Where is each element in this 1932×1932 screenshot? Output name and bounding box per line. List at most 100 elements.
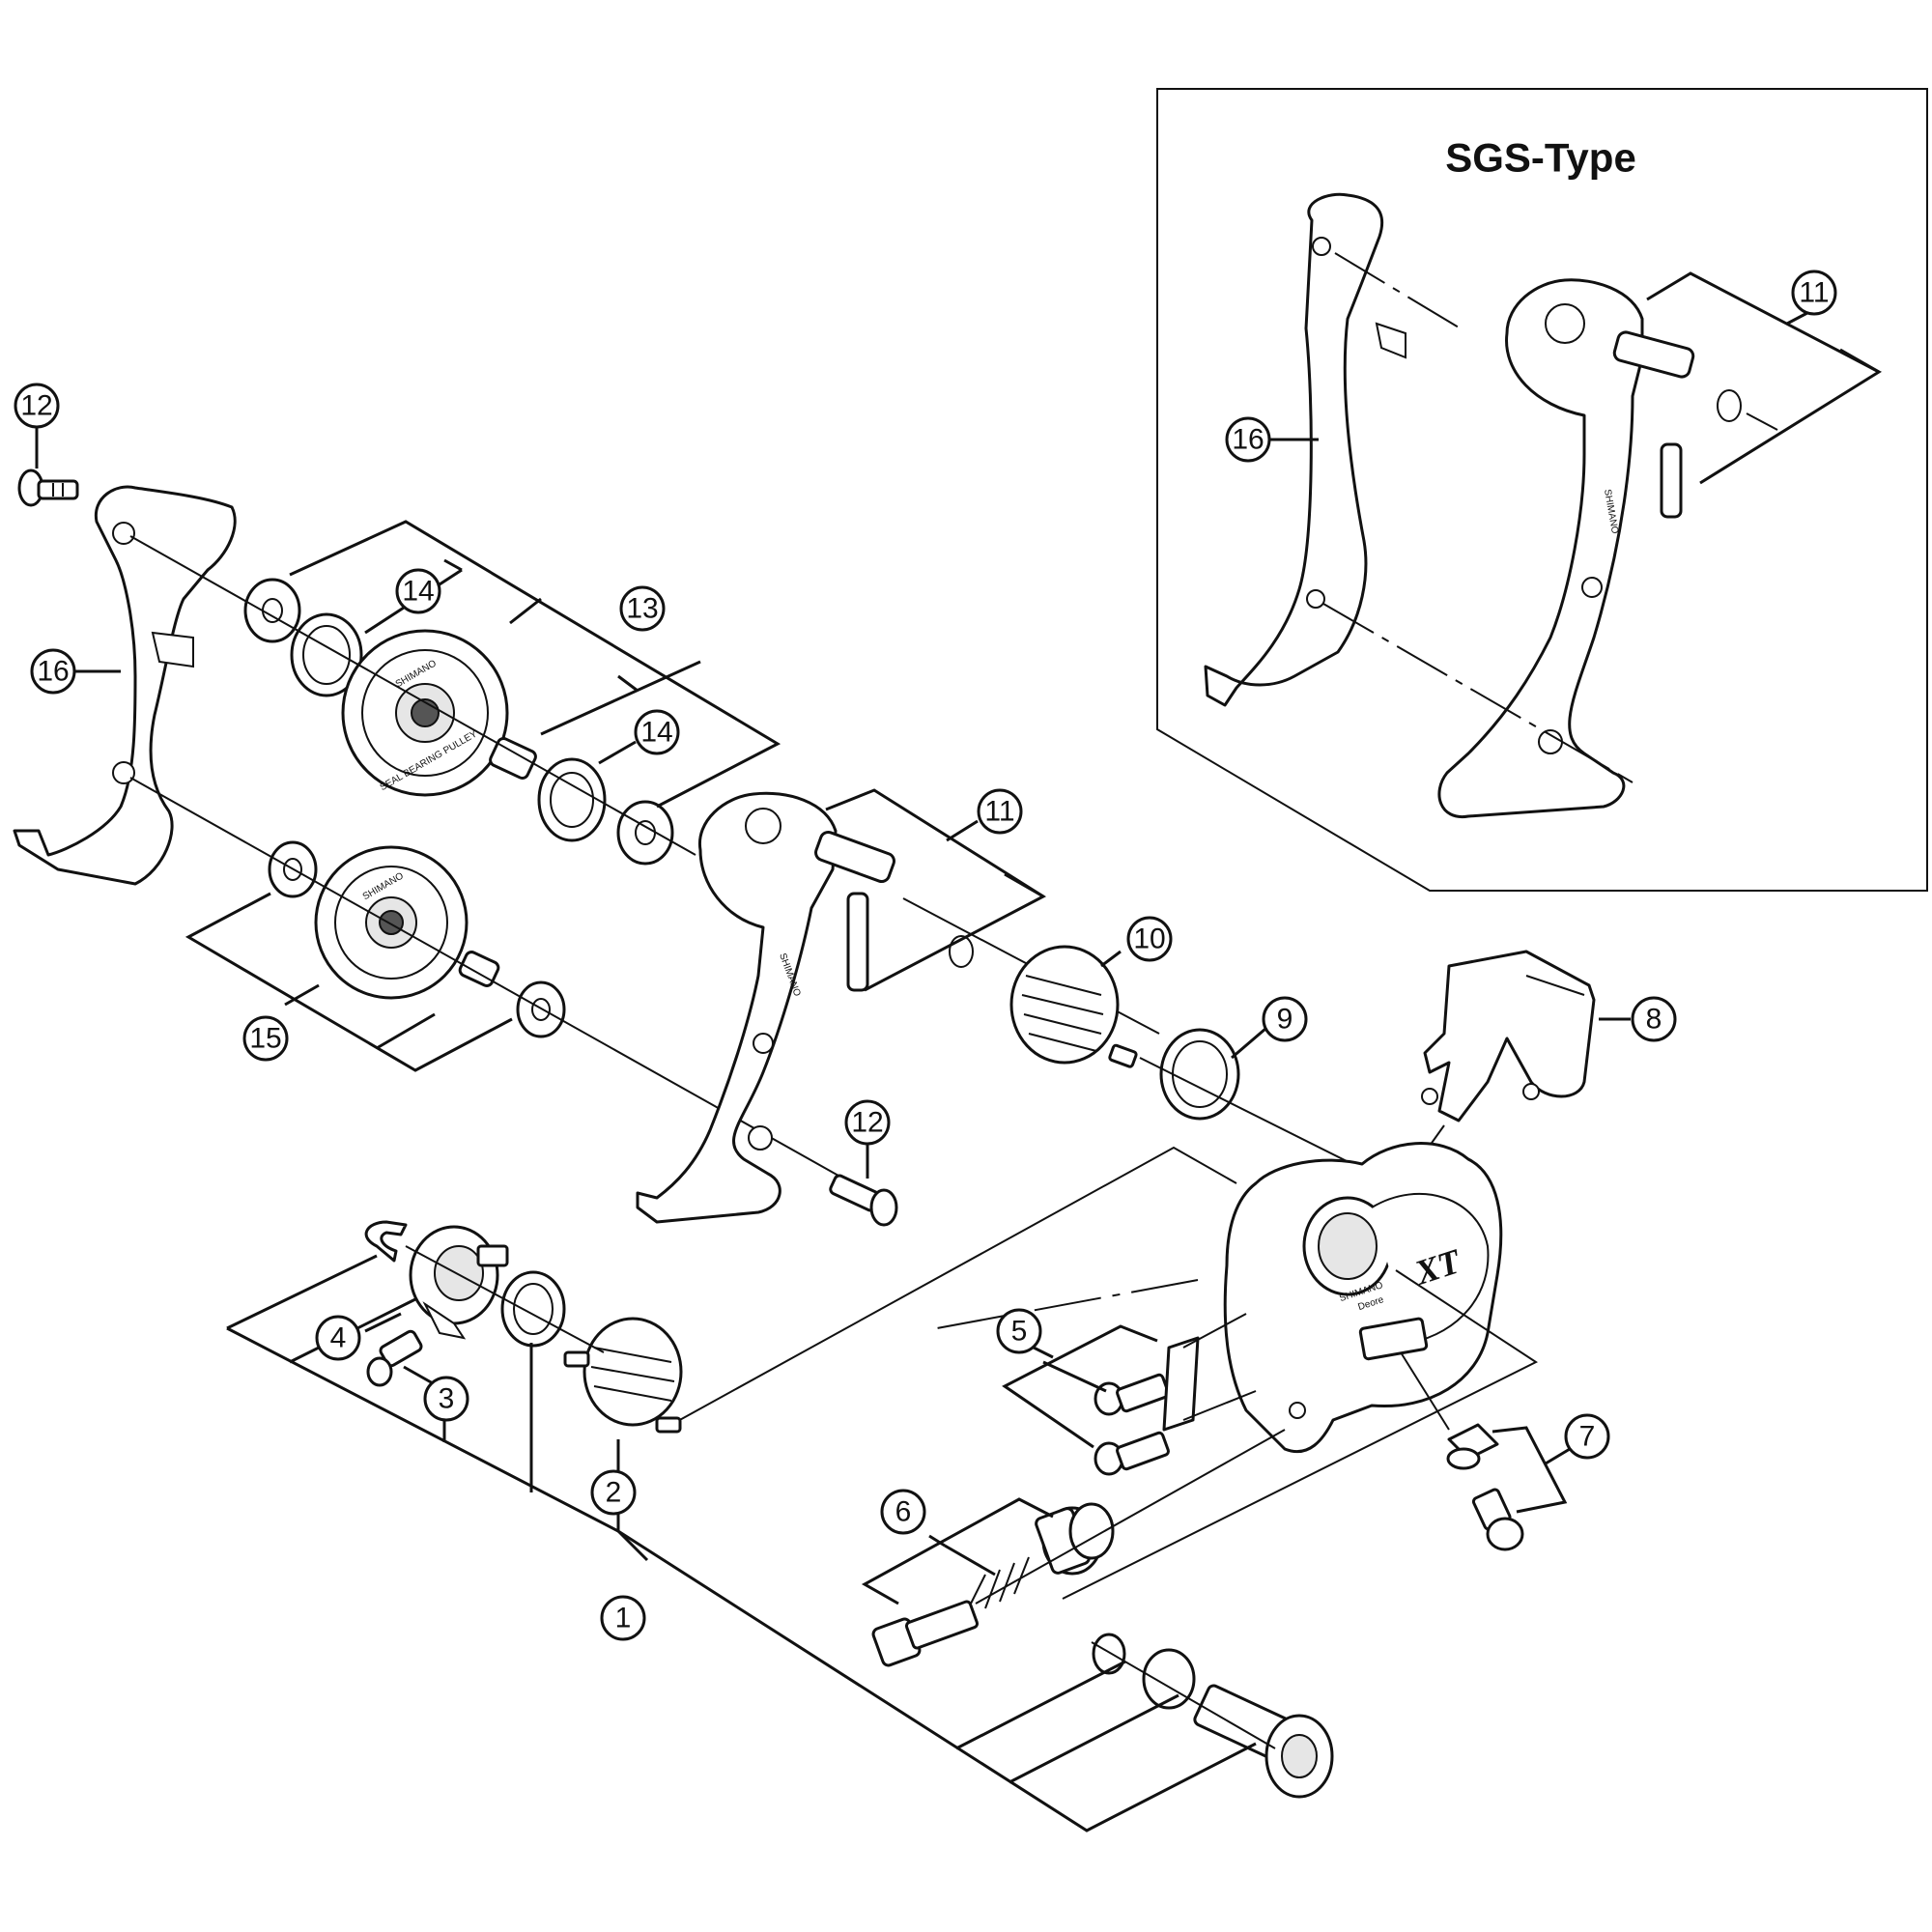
- inner-plate-tab: [151, 631, 194, 668]
- inset-e-ring: [1717, 389, 1742, 422]
- inset-axle: [1612, 330, 1695, 379]
- svg-text:5: 5: [1011, 1316, 1028, 1348]
- outer-plate-axle: [814, 830, 895, 884]
- callout-14-lower: 14: [634, 709, 680, 755]
- inset-axis-top: [1334, 252, 1464, 331]
- svg-text:10: 10: [1133, 923, 1165, 955]
- inset-inner-plate: [1204, 192, 1384, 707]
- callout-1: 1: [600, 1595, 646, 1641]
- outer-plate: [636, 791, 838, 1224]
- callout-12-bottom: 12: [844, 1099, 891, 1146]
- callout-6: 6: [880, 1489, 926, 1535]
- inner-plate-assembly: [13, 469, 237, 886]
- tension-pulley-axis: [129, 777, 870, 1194]
- link-cover: [1419, 950, 1596, 1160]
- inset-inner-plate-hole-top: [1312, 237, 1331, 256]
- guide-pulley-assembly: SHIMANO SEAL BEARING PULLEY: [129, 535, 696, 866]
- adjuster-spring: [970, 1556, 1030, 1609]
- mounting-bolt: [1193, 1684, 1334, 1799]
- svg-text:3: 3: [439, 1383, 455, 1415]
- body-pivot-hole: [1318, 1212, 1378, 1280]
- svg-text:11: 11: [984, 796, 1014, 828]
- inset-pin: [1660, 442, 1683, 519]
- tension-pulley: SHIMANO: [314, 845, 469, 1000]
- svg-text:2: 2: [606, 1477, 622, 1509]
- guide-pulley: SHIMANO SEAL BEARING PULLEY: [341, 629, 509, 797]
- link-pin-plate: [1162, 1336, 1200, 1432]
- svg-text:12: 12: [20, 390, 52, 422]
- inset-leader-11c: [1839, 348, 1880, 374]
- stopper-plate: [409, 1225, 509, 1340]
- pulley-seal-bottom-inner: [550, 772, 594, 828]
- adjuster-bolt: [871, 1600, 980, 1667]
- svg-text:9: 9: [1277, 1004, 1293, 1036]
- inner-plate-hole-bottom: [112, 761, 135, 784]
- callout-4: 4: [315, 1315, 361, 1361]
- body-axis-left: [936, 1279, 1199, 1329]
- link-pin-axis-bottom: [1182, 1390, 1257, 1421]
- inset-callout-11: 11: [1791, 270, 1837, 316]
- svg-text:8: 8: [1646, 1004, 1662, 1036]
- b-axle-e-ring: [364, 1220, 408, 1263]
- inset-title: SGS-Type: [1445, 135, 1636, 181]
- guide-pulley-axis: [129, 535, 696, 856]
- svg-text:14: 14: [640, 717, 672, 749]
- svg-text:11: 11: [1799, 277, 1829, 309]
- svg-text:15: 15: [249, 1023, 281, 1055]
- adjuster-axis: [975, 1429, 1286, 1605]
- body-axis-spring: [675, 1146, 1237, 1423]
- inset-bracket-11: [1646, 271, 1883, 485]
- adjuster-barrel: [1035, 1502, 1115, 1576]
- svg-text:14: 14: [402, 576, 434, 608]
- outer-plate-logo: [753, 1033, 774, 1054]
- tension-bushing: [458, 951, 500, 987]
- inner-plate: [13, 485, 237, 886]
- cage-bolt-top: [17, 469, 79, 507]
- inset-axis-ring: [1746, 412, 1778, 431]
- cable-fixing-washer: [1446, 1447, 1481, 1470]
- svg-text:1: 1: [615, 1603, 632, 1634]
- callouts: 1 2 3 4 5 6 7 8 9 10 11 12 12 13 14 14 1…: [14, 383, 1677, 1641]
- spring-axis: [1139, 1057, 1353, 1165]
- body-adjuster-hole: [1289, 1402, 1306, 1419]
- body-cable-clamp-seat: [1358, 1317, 1429, 1361]
- derailleur-body: SHIMANO Deore XT: [675, 1142, 1539, 1600]
- svg-text:13: 13: [626, 593, 658, 625]
- link-screw-lower: [1094, 1431, 1170, 1476]
- mounting-axis: [1091, 1641, 1276, 1749]
- callout-13: 13: [619, 585, 666, 632]
- pulley-bushing: [489, 737, 537, 780]
- b-spring: [563, 1317, 683, 1434]
- b-tension-screw: [366, 1329, 423, 1387]
- b-axle-bushing-inner: [513, 1283, 554, 1335]
- link-pin-parts: [1094, 1313, 1257, 1476]
- callout-2: 2: [590, 1469, 637, 1516]
- cable-adjuster: [871, 1429, 1286, 1667]
- link-screw-upper: [1094, 1373, 1170, 1416]
- inset-outer-plate: [1437, 278, 1644, 818]
- body-axis-bolt: [1062, 1269, 1539, 1600]
- inset-outer-plate-boss: [1545, 303, 1585, 344]
- callout-14-upper: 14: [395, 568, 441, 614]
- callout-10: 10: [1126, 916, 1173, 962]
- sgs-type-inset: SGS-Type SHIMANO 11 16: [1156, 88, 1928, 892]
- callout-11: 11: [977, 788, 1023, 835]
- inset-outer-plate-hole: [1538, 729, 1563, 754]
- outer-plate-hole: [748, 1125, 773, 1151]
- cable-fixing-axis: [1400, 1351, 1450, 1431]
- svg-text:12: 12: [851, 1107, 883, 1139]
- inset-inner-plate-hole-bottom: [1306, 589, 1325, 609]
- callout-15: 15: [242, 1015, 289, 1062]
- inset-outer-plate-logo: [1581, 577, 1603, 598]
- svg-text:16: 16: [37, 656, 69, 688]
- inner-plate-hole-top: [112, 522, 135, 545]
- outer-plate-boss: [745, 808, 781, 844]
- svg-text:4: 4: [330, 1322, 347, 1354]
- svg-text:7: 7: [1579, 1421, 1596, 1453]
- svg-text:16: 16: [1232, 424, 1264, 456]
- inset-callout-16: 16: [1225, 416, 1319, 463]
- callout-16: 16: [30, 648, 76, 695]
- callout-5: 5: [996, 1308, 1042, 1354]
- cage-bolt-bottom: [829, 1174, 898, 1227]
